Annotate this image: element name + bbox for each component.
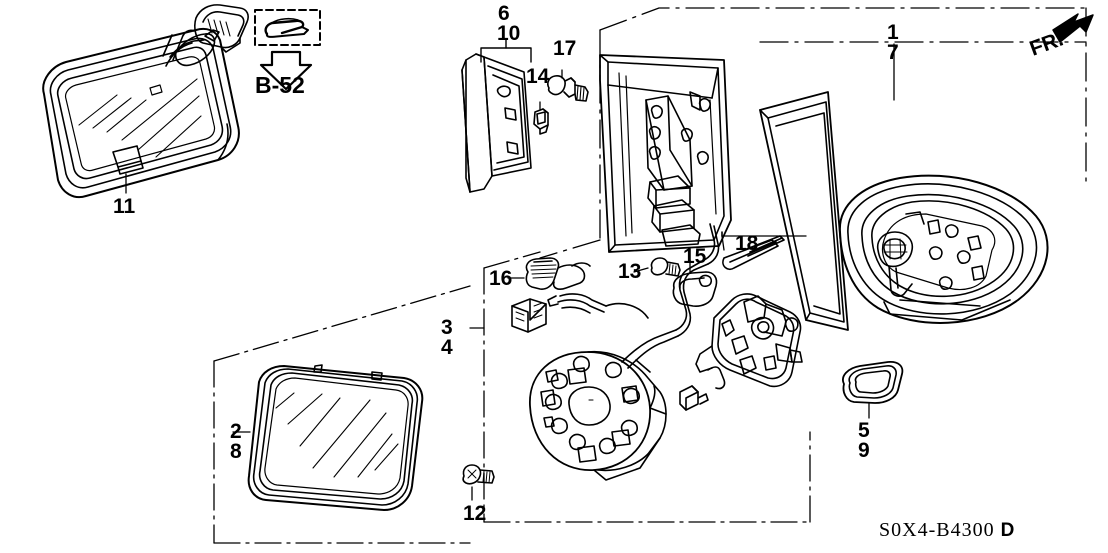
mirror-housing-cover-drawing [759, 43, 1049, 331]
callout-18: 18 [735, 232, 759, 255]
spring-clip-drawing [721, 231, 807, 271]
callout-5: 5 [858, 419, 870, 442]
harness-grommet-drawing [672, 259, 718, 307]
rearview-mirror-assembly-drawing [42, 4, 249, 199]
callout-16: 16 [489, 267, 513, 290]
diagram-part-number: S0X4-B4300 D [879, 520, 1015, 540]
mirror-gasket-drawing [842, 361, 904, 419]
mirror-base-garnish-drawing [461, 39, 532, 193]
part-number-suffix: D [1000, 520, 1016, 541]
b52-reference-drawing [254, 9, 321, 91]
callout-12: 12 [463, 502, 487, 525]
callout-10: 10 [497, 22, 521, 45]
mirror-bracket-drawing [599, 54, 732, 253]
callout-4: 4 [441, 336, 453, 359]
fr-direction-arrow-drawing [1052, 13, 1094, 43]
part-number-text: S0X4-B4300 [879, 519, 995, 541]
callout-11: 11 [113, 195, 136, 218]
group-boundary-actuator [483, 251, 811, 523]
callout-17: 17 [553, 37, 577, 60]
callout-9: 9 [858, 439, 870, 462]
garnish-clip-drawing [533, 101, 549, 135]
callout-7: 7 [887, 41, 899, 64]
callout-6: 6 [498, 2, 510, 25]
reference-code-b52: B-52 [255, 72, 305, 98]
callout-13: 13 [618, 260, 642, 283]
callout-2: 2 [230, 420, 242, 443]
flange-bolt-drawing [547, 69, 589, 102]
callout-14: 14 [526, 65, 550, 88]
callout-15: 15 [683, 245, 707, 268]
callout-8: 8 [230, 440, 242, 463]
mirror-wire-harness-drawing [507, 257, 649, 333]
flange-screw-drawing [633, 257, 681, 277]
mirror-actuator-drawing [469, 223, 803, 481]
callout-1: 1 [887, 21, 899, 44]
tapping-screw-drawing [462, 464, 495, 501]
mirror-glass-drawing [232, 364, 424, 511]
callout-3: 3 [441, 316, 453, 339]
group-boundary-glass [213, 285, 471, 544]
